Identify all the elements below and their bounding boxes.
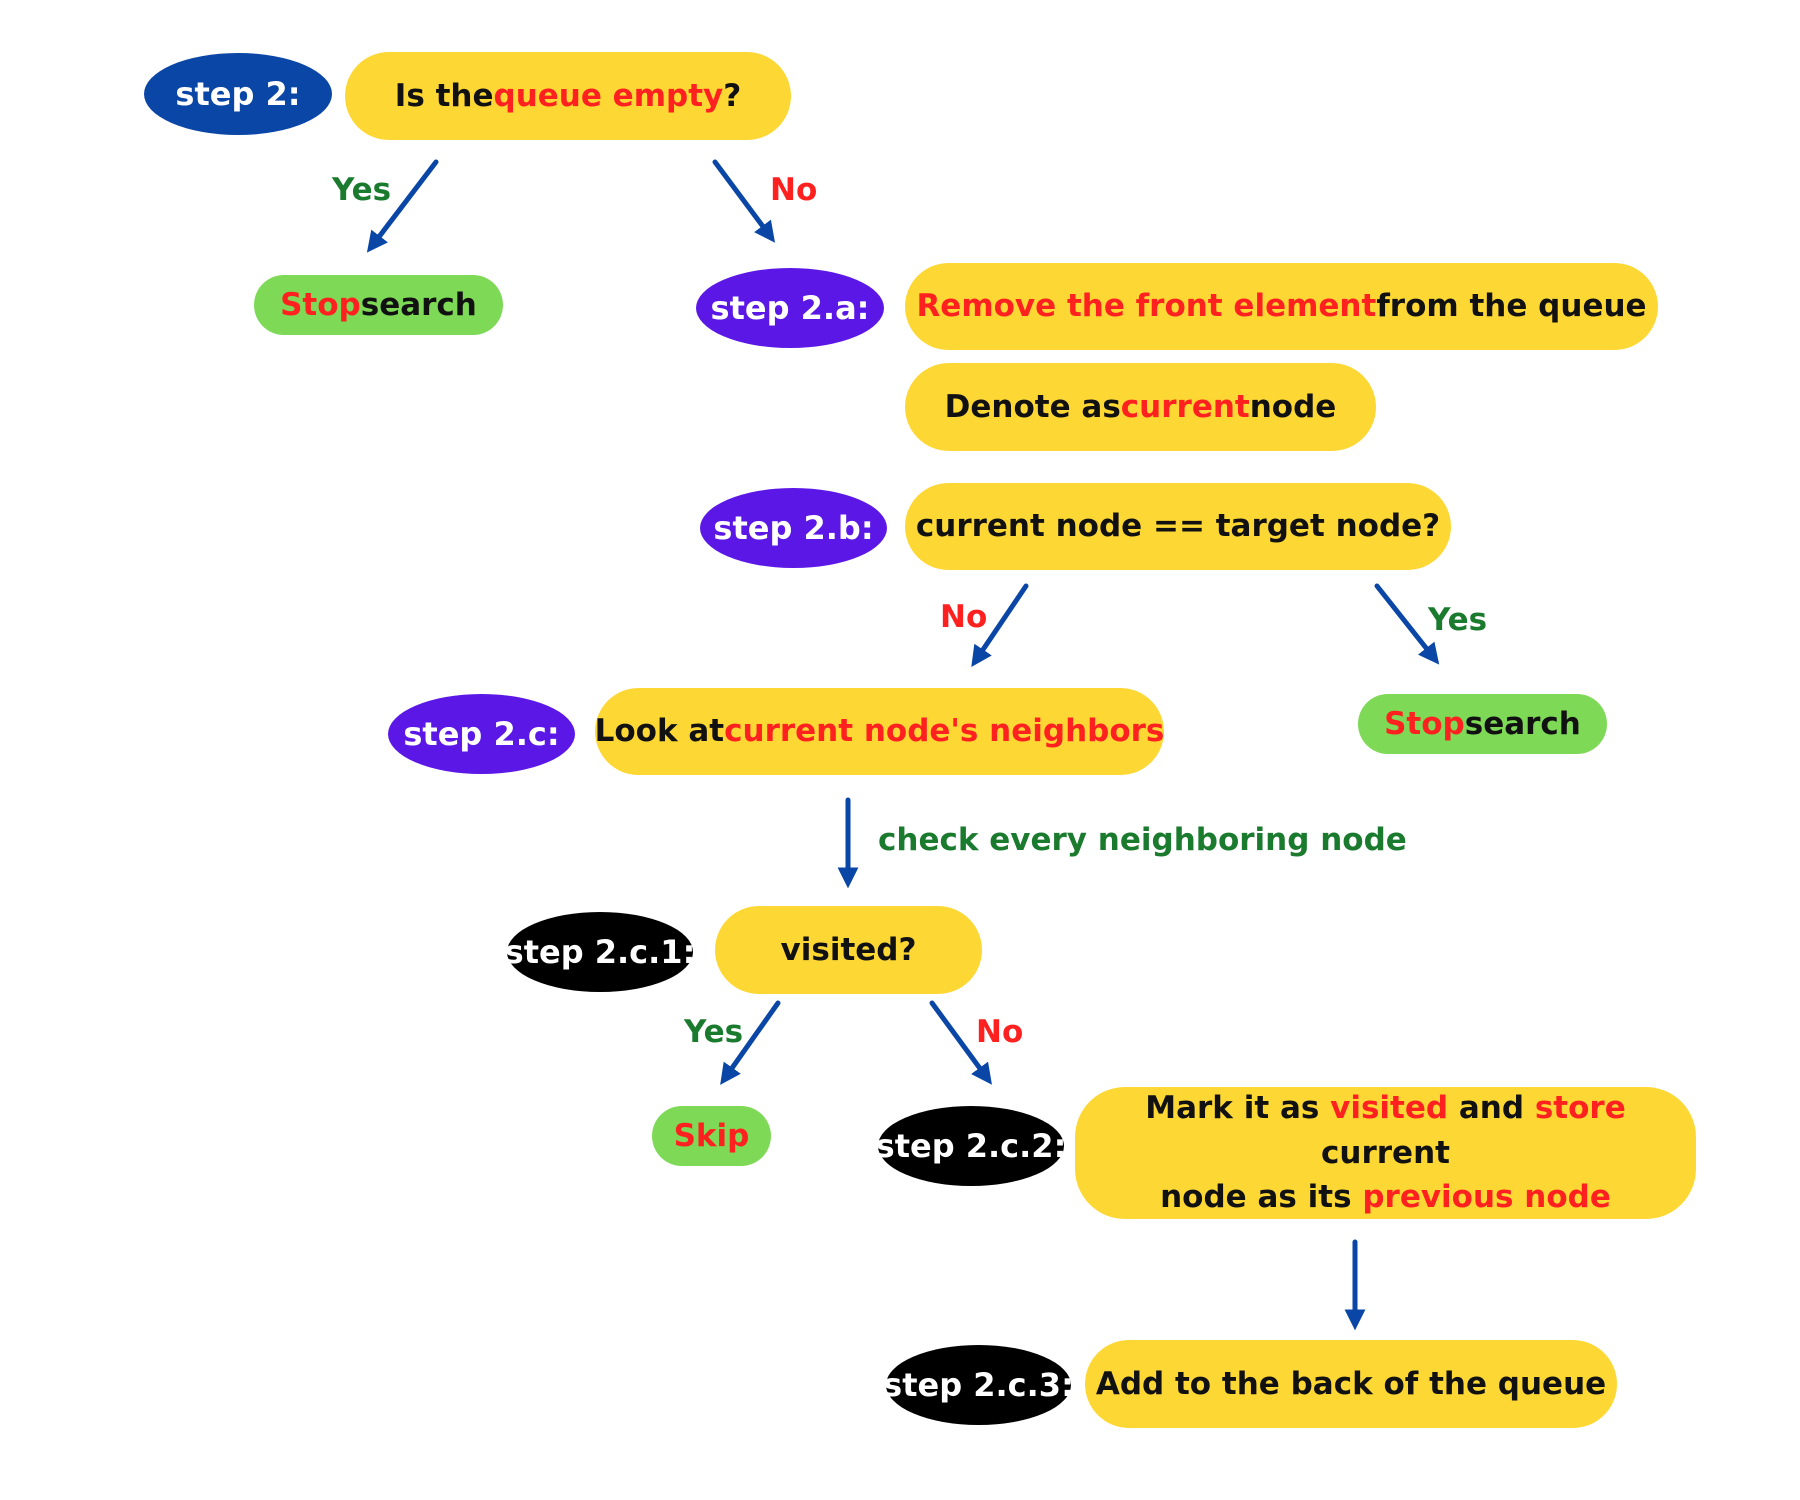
target-node-question: current node == target node? — [905, 483, 1451, 570]
step-2-label: step 2: — [144, 53, 332, 135]
step2-no-label: No — [770, 172, 818, 208]
step-2c2-label: step 2.c.2: — [876, 1106, 1066, 1186]
step2c1-no-label: No — [976, 1014, 1024, 1050]
denote-current-box: Denote as current node — [905, 363, 1376, 451]
step-2c3-label: step 2.c.3: — [883, 1345, 1074, 1425]
step2c1-yes-label: Yes — [684, 1014, 744, 1050]
arrow-step2-no — [712, 159, 776, 243]
step-2b-label: step 2.b: — [700, 488, 887, 568]
stop-search-box-2: Stop search — [1358, 694, 1607, 754]
arrow-step2-yes — [366, 159, 439, 253]
step-2c-label: step 2.c: — [388, 694, 575, 774]
skip-box: Skip — [652, 1106, 771, 1166]
arrow-step2c1-no — [929, 1000, 992, 1085]
remove-front-box: Remove the front element from the queue — [905, 263, 1658, 350]
look-neighbors-box: Look at current node's neighbors — [595, 688, 1164, 775]
stop-search-box-1: Stop search — [254, 275, 503, 335]
visited-question: visited? — [715, 906, 982, 994]
arrow-step2c1-yes — [720, 1000, 781, 1085]
step-2a-label: step 2.a: — [696, 268, 884, 348]
step2b-yes-label: Yes — [1428, 602, 1488, 638]
arrow-step2b-yes — [1374, 583, 1440, 665]
mark-visited-line-1: Mark it as visited and store current — [1145, 1089, 1626, 1171]
step2b-no-label: No — [940, 599, 988, 635]
queue-empty-question: Is the queue empty ? — [345, 52, 791, 140]
mark-visited-line-2: node as its previous node — [1160, 1179, 1611, 1216]
step-2c1-label: step 2.c.1: — [505, 912, 695, 992]
arrow-step2b-no — [971, 583, 1029, 667]
add-to-queue-box: Add to the back of the queue — [1085, 1340, 1617, 1428]
mark-visited-box: Mark it as visited and store current nod… — [1075, 1087, 1696, 1219]
check-neighbors-label: check every neighboring node — [878, 822, 1407, 858]
step2-yes-label: Yes — [332, 172, 392, 208]
